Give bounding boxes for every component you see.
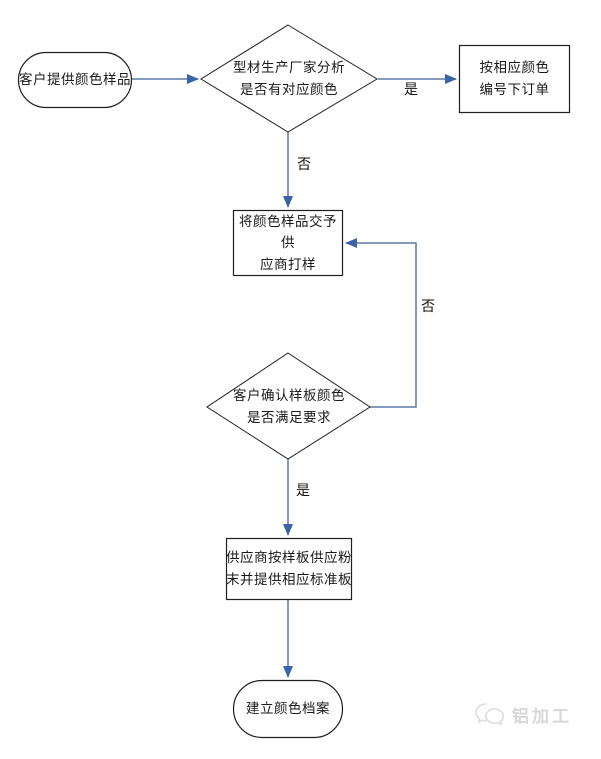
start-terminator-shape: [17, 51, 133, 109]
order-process-shape: [458, 44, 571, 114]
start-terminator-label: 客户提供颜色样品: [19, 72, 131, 88]
sample-process-shape: [232, 209, 344, 277]
decision1-label: 型材生产厂家分析 是否有对应颜色: [233, 59, 345, 97]
supply-process-label: 供应商按样板供应粉 末并提供相应标准板: [226, 550, 352, 587]
edge-decision2-back-to-sample: [345, 238, 417, 408]
watermark-text: 铝加工: [512, 707, 572, 726]
edge-label-decision1-yes: 是: [404, 81, 418, 97]
end-terminator-label: 建立颜色档案: [246, 701, 330, 717]
order-process-label: 按相应颜色 编号下订单: [479, 60, 550, 97]
sample-process-label: 将颜色样品交予供 应商打样: [239, 213, 337, 272]
decision2-label: 客户确认样板颜色 是否满足要求: [233, 387, 345, 425]
decision2-diamond-shape: [206, 352, 371, 460]
end-terminator-shape: [232, 679, 344, 739]
edge-label-decision2-no: 否: [421, 298, 435, 314]
decision1-diamond-shape: [200, 24, 378, 133]
supply-process-shape: [225, 537, 353, 601]
edge-label-decision2-yes: 是: [296, 482, 310, 498]
watermark: 铝加工: [474, 701, 572, 728]
edge-label-decision1-no: 否: [297, 156, 311, 172]
watermark-bubbles-icon: [475, 703, 505, 726]
